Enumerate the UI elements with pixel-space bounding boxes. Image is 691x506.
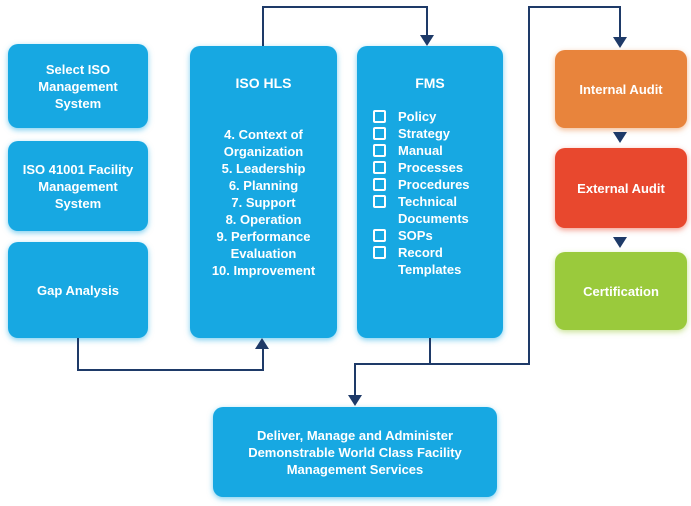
connector-junction-to-internal-audit-vertical-line (528, 6, 530, 364)
connector-to-outcome-down-line (354, 363, 356, 396)
iso-hls-box: ISO HLS 4. Context of Organization 5. Lea… (190, 46, 337, 338)
connector-gap-analysis-horizontal-line (77, 369, 264, 371)
iso-hls-list: 4. Context of Organization 5. Leadership 6… (190, 126, 337, 279)
checkbox-outline-icon (373, 127, 386, 140)
external-audit-label: External Audit (577, 180, 665, 196)
checklist-item-label: Procedures (398, 177, 470, 192)
fms-title: FMS (415, 75, 445, 91)
outcome-label: Deliver, Manage and Administer Demonstra… (248, 427, 462, 477)
list-item: 10. Improvement (211, 263, 316, 278)
select-iso-management-system-box: Select ISO Management System (8, 44, 148, 128)
certification-box: Certification (555, 252, 687, 330)
list-item: 6. Planning (228, 178, 299, 193)
arrowhead-into-fms-icon (420, 35, 434, 46)
list-item: 8. Operation (225, 212, 302, 227)
list-item: Processes (373, 159, 499, 176)
arrowhead-into-outcome-icon (348, 395, 362, 406)
list-item: 5. Leadership (221, 161, 306, 176)
select-iso-management-system-label: Select ISO Management System (38, 61, 118, 111)
list-item: 7. Support (231, 195, 296, 210)
list-item: Policy (373, 108, 499, 125)
gap-analysis-box: Gap Analysis (8, 242, 148, 338)
list-item: Record Templates (373, 244, 499, 278)
list-item: 4. Context of Organization (223, 127, 304, 159)
list-item: Strategy (373, 125, 499, 142)
connector-gap-analysis-down-line (77, 338, 79, 371)
checklist-item-label: Manual (398, 143, 443, 158)
checkbox-outline-icon (373, 144, 386, 157)
list-item: Manual (373, 142, 499, 159)
checkbox-outline-icon (373, 178, 386, 191)
checklist-item-label: Policy (398, 109, 437, 124)
list-item: 9. Performance Evaluation (216, 229, 311, 261)
outcome-box: Deliver, Manage and Administer Demonstra… (213, 407, 497, 497)
connector-gap-analysis-up-line (262, 348, 264, 371)
list-item: Procedures (373, 176, 499, 193)
connector-isohls-to-fms-horizontal-line (262, 6, 428, 8)
checklist-item-label: Technical Documents (398, 194, 469, 226)
checkbox-outline-icon (373, 229, 386, 242)
checkbox-outline-icon (373, 195, 386, 208)
certification-label: Certification (583, 283, 659, 299)
arrowhead-into-isohls-icon (255, 338, 269, 349)
internal-audit-box: Internal Audit (555, 50, 687, 128)
arrowhead-internal-to-external-icon (613, 132, 627, 143)
checklist-item-label: Strategy (398, 126, 451, 141)
internal-audit-label: Internal Audit (579, 81, 663, 97)
checklist-item-label: SOPs (398, 228, 433, 243)
connector-fms-bottom-line (429, 338, 431, 365)
checkbox-outline-icon (373, 161, 386, 174)
gap-analysis-label: Gap Analysis (37, 282, 119, 298)
checklist-item-label: Processes (398, 160, 464, 175)
iso-41001-facility-management-system-box: ISO 41001 Facility Management System (8, 141, 148, 231)
connector-to-internal-audit-horizontal-line (528, 6, 621, 8)
connector-junction-horizontal-line (354, 363, 530, 365)
arrowhead-into-internal-audit-icon (613, 37, 627, 48)
checklist-item-label: Record Templates (398, 245, 462, 277)
connector-to-internal-audit-down-line (619, 6, 621, 38)
arrowhead-external-to-certification-icon (613, 237, 627, 248)
external-audit-box: External Audit (555, 148, 687, 228)
iso-41001-facility-management-system-label: ISO 41001 Facility Management System (22, 161, 134, 211)
connector-isohls-to-fms-up-line (262, 6, 264, 46)
iso-hls-title: ISO HLS (235, 75, 292, 91)
list-item: SOPs (373, 227, 499, 244)
checkbox-outline-icon (373, 110, 386, 123)
list-item: Technical Documents (373, 193, 499, 227)
connector-isohls-to-fms-down-line (426, 6, 428, 36)
checkbox-outline-icon (373, 246, 386, 259)
